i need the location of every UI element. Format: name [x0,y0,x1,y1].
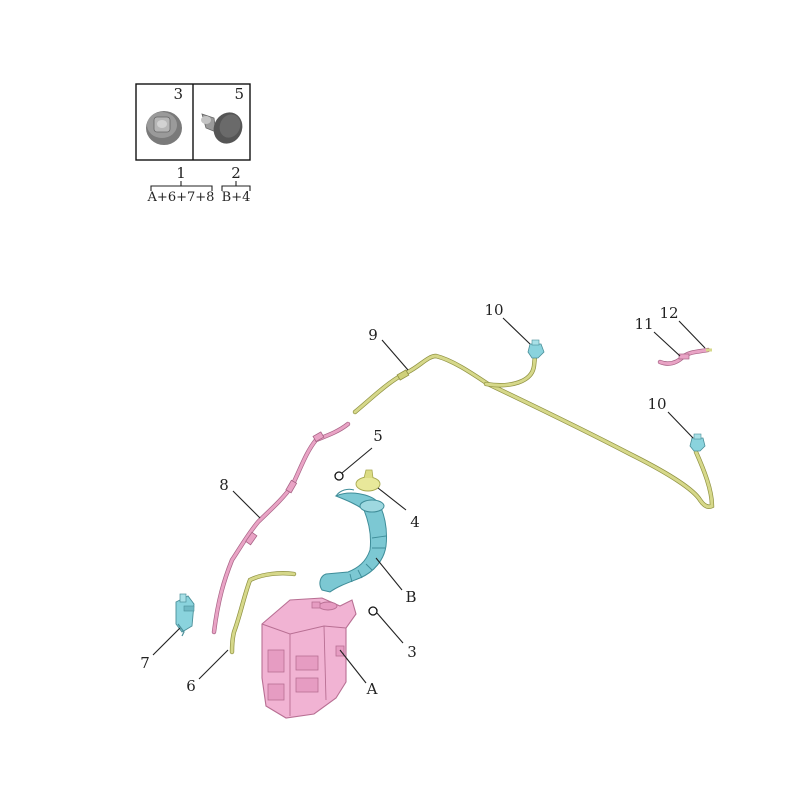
washer-hose-6 [229,571,297,655]
kit-2-contents: B+4 [222,190,251,205]
washer-pump [175,593,195,637]
grommet-icon [146,111,182,145]
washer-nozzle-lower [689,433,706,452]
callout-5: 5 [373,427,383,445]
callout-B: B [405,588,416,606]
callout-12: 12 [659,304,678,322]
callout-labels: 10 12 11 9 10 5 4 8 B 3 7 6 A [140,301,678,698]
washer-hose-9 [352,353,715,509]
parts-kit-inset: 3 5 1 2 A+6+7+8 B+4 [135,83,251,205]
inset-cell-1-number: 3 [173,85,183,103]
washer-nozzle-upper [527,339,545,359]
callout-6: 6 [186,677,196,695]
callout-10-lower: 10 [647,395,666,413]
washer-hose-8 [211,421,351,635]
filler-cap [355,469,381,492]
grommet-marker-3 [368,606,378,616]
callout-8: 8 [219,476,229,494]
callout-11: 11 [634,315,653,333]
rear-hose-connector-11-12 [657,347,712,366]
callout-7: 7 [140,654,150,672]
callout-A: A [366,680,378,698]
callout-9: 9 [368,326,378,344]
washer-reservoir [261,597,357,719]
inset-cell-2-number: 5 [234,85,244,103]
filler-neck [319,488,387,593]
kit-1-contents: A+6+7+8 [147,190,215,205]
leader-lines [152,317,706,684]
grommet-marker-5 [334,471,344,481]
callout-10-upper: 10 [484,301,503,319]
cap-plug-icon [201,112,243,144]
kit-2-number: 2 [231,164,241,182]
callout-3: 3 [407,643,417,661]
callout-4: 4 [410,513,420,531]
kit-1-number: 1 [176,164,186,182]
